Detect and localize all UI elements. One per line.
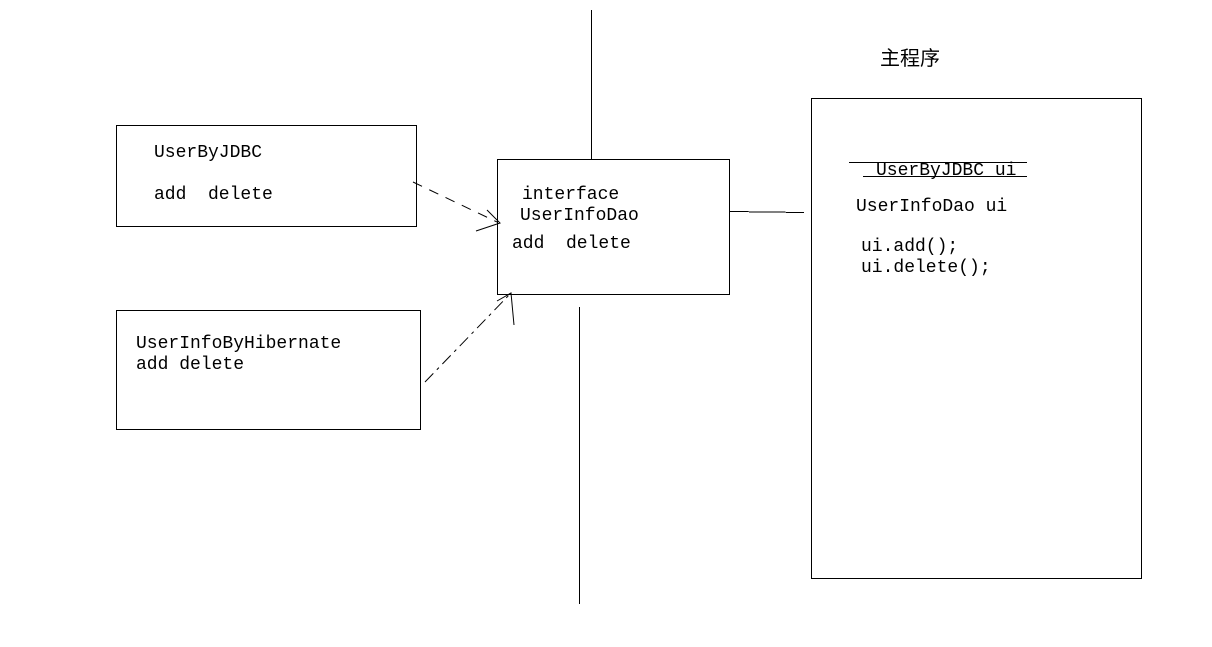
struck-line-top-rule <box>849 162 1027 163</box>
jdbc-class-methods: add delete <box>154 185 273 205</box>
main-call-delete: ui.delete(); <box>861 258 991 278</box>
hibernate-class-methods: add delete <box>136 355 245 375</box>
interface-keyword: interface <box>522 185 620 205</box>
jdbc-class-box <box>116 125 417 227</box>
interface-box <box>497 159 730 295</box>
hibernate-implements-arrow-line <box>424 292 512 383</box>
hibernate-class-name: UserInfoByHibernate <box>136 334 342 354</box>
interface-name: UserInfoDao <box>520 206 639 226</box>
hibernate-implements-arrowhead <box>496 292 515 326</box>
main-interface-declaration: UserInfoDao ui <box>856 197 1008 217</box>
jdbc-implements-arrow-line <box>412 181 498 223</box>
main-program-title: 主程序 <box>880 46 940 70</box>
main-program-box <box>811 98 1142 579</box>
jdbc-class-name: UserByJDBC <box>154 143 263 163</box>
interface-methods: add delete <box>512 234 631 254</box>
interface-to-main-connector <box>729 211 805 213</box>
main-struck-declaration: UserByJDBC ui <box>876 161 1017 181</box>
main-call-add: ui.add(); <box>861 237 959 257</box>
hibernate-class-box <box>116 310 421 430</box>
jdbc-implements-arrowhead <box>475 209 501 232</box>
struck-line-through-rule <box>863 176 1027 177</box>
